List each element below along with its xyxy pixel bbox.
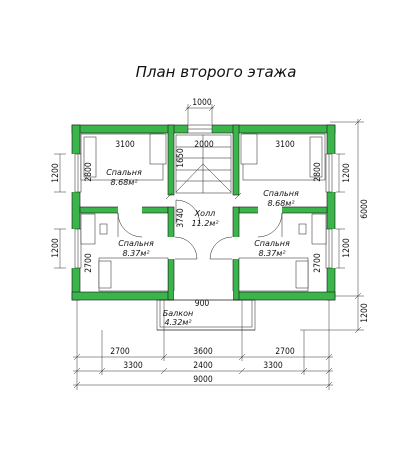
dim-row2-b: 2400 [193, 361, 213, 371]
doors [117, 199, 283, 260]
dim-right-window-top: 1200 [342, 163, 352, 183]
dim-stair-width: 2000 [194, 140, 214, 150]
room-bot-right-name: Спальня [254, 239, 290, 248]
room-labels: Спальня 8.68м² Спальня 8.68м² Холл 11.2м… [106, 168, 299, 327]
dim-left-bot-room: 2700 [84, 253, 94, 273]
dim-top-window: 1000 [192, 98, 212, 108]
room-bot-right-area: 8.37м² [258, 249, 286, 258]
dim-row2-c: 3300 [263, 361, 283, 371]
dim-left-window-bot: 1200 [51, 238, 61, 258]
furniture [80, 133, 327, 292]
dim-right-top-room: 2800 [313, 162, 323, 182]
dimension-lines [54, 104, 364, 390]
dim-left-top-room: 2800 [84, 162, 94, 182]
dim-overall-height: 6000 [360, 199, 370, 219]
room-top-left-name: Спальня [106, 168, 142, 177]
dim-total: 9000 [193, 375, 213, 385]
balcony [156, 299, 256, 331]
room-balcony-name: Балкон [163, 309, 193, 318]
room-hall-area: 11.2м² [191, 219, 219, 228]
dim-top-left-width: 3100 [115, 140, 135, 150]
dim-hall-depth: 3740 [176, 208, 186, 228]
dim-stair-depth: 1650 [176, 148, 186, 168]
dim-row1-a: 2700 [110, 347, 130, 357]
dim-right-bot-room: 2700 [313, 253, 323, 273]
staircase [175, 134, 232, 194]
dim-right-window-bot: 1200 [342, 238, 352, 258]
dimension-texts: 1000 3100 2000 3100 900 1650 3740 2800 2… [51, 98, 370, 385]
dim-balcony-depth: 1200 [360, 303, 370, 323]
room-bot-left-name: Спальня [118, 239, 154, 248]
dim-row1-b: 3600 [193, 347, 213, 357]
dim-row1-c: 2700 [275, 347, 295, 357]
room-top-right-name: Спальня [263, 189, 299, 198]
dim-top-right-width: 3100 [275, 140, 295, 150]
room-top-right-area: 8.68м² [267, 199, 295, 208]
room-bot-left-area: 8.37м² [122, 249, 150, 258]
plan-title: План второго этажа [136, 63, 297, 81]
dim-door-width: 900 [195, 299, 210, 309]
hatch-marks [165, 192, 242, 200]
room-hall-name: Холл [194, 209, 216, 218]
room-balcony-area: 4.32м² [164, 318, 192, 327]
room-top-left-area: 8.68м² [110, 178, 138, 187]
dim-left-window-top: 1200 [51, 163, 61, 183]
dim-row2-a: 3300 [123, 361, 143, 371]
